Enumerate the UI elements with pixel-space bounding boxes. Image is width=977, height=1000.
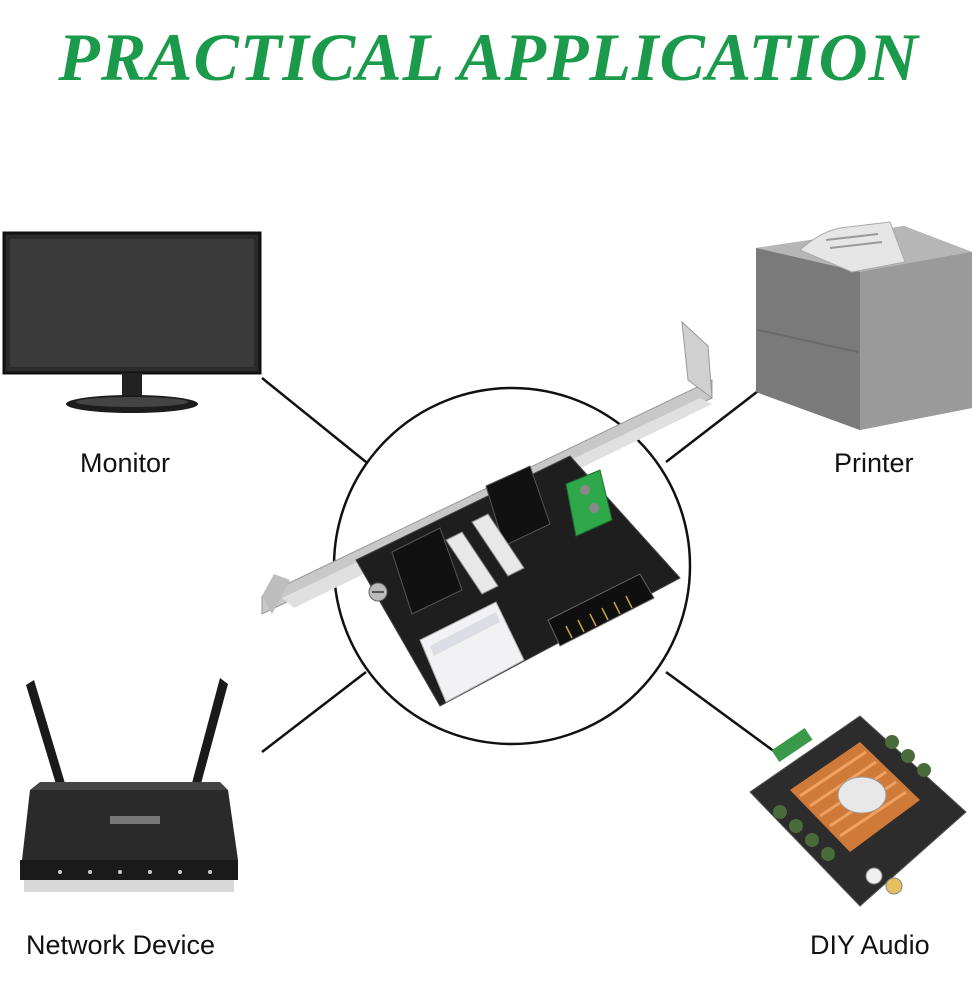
page-title: PRACTICAL APPLICATION xyxy=(58,19,919,95)
label-network-device: Network Device xyxy=(26,930,216,960)
power-card-icon xyxy=(261,320,713,707)
connector-monitor xyxy=(261,377,367,463)
connector-audio xyxy=(665,670,776,754)
audio-board-icon xyxy=(749,715,967,907)
printer-icon xyxy=(756,221,972,430)
label-printer: Printer xyxy=(834,448,914,478)
monitor-icon xyxy=(2,231,262,413)
label-monitor: Monitor xyxy=(80,448,171,478)
label-diy-audio: DIY Audio xyxy=(810,930,930,960)
router-icon xyxy=(20,678,238,892)
connector-network xyxy=(261,671,367,753)
